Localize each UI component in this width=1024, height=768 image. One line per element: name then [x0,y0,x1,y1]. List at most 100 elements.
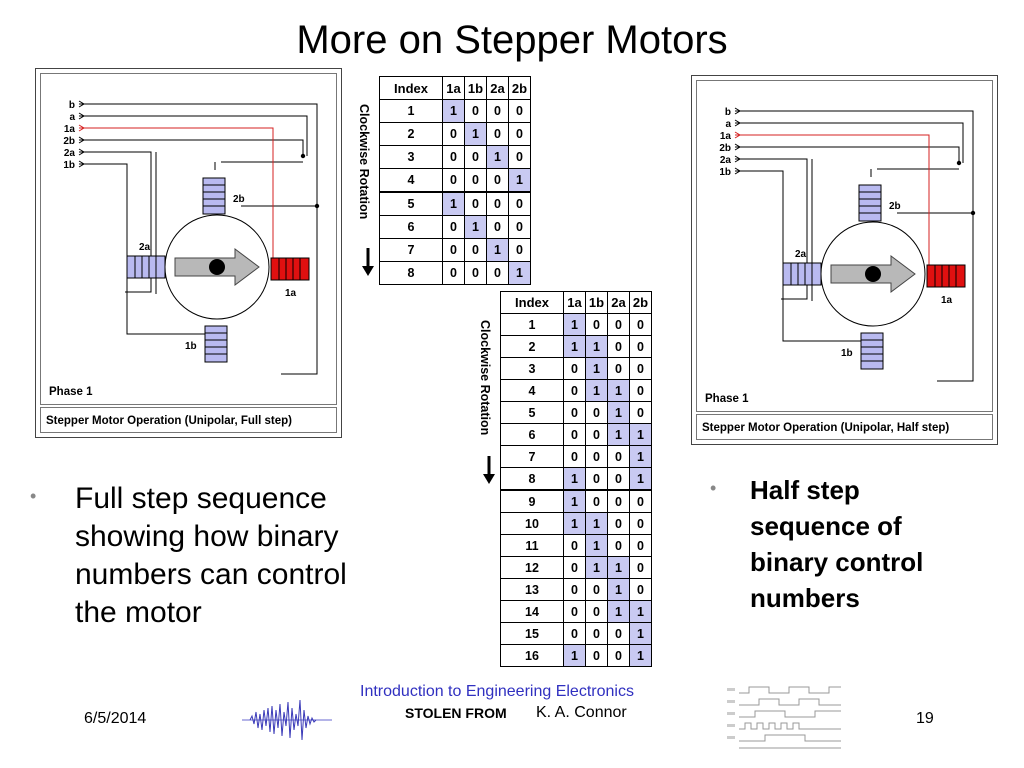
bit-cell: 1 [585,512,608,535]
bit-cell: 0 [629,556,652,579]
bit-cell: 1 [464,215,487,239]
bit-cell: 0 [442,122,465,146]
table-header-cell: 1a [563,291,586,314]
bit-cell: 1 [563,313,586,336]
bit-cell: 1 [629,622,652,645]
bit-cell: 1 [508,168,531,193]
bit-cell: 0 [442,145,465,169]
table-header-cell: Index [500,291,564,314]
coil-label-2a: 2a [139,242,151,253]
full-step-motor-diagram: b a 1a 2b 2a 1b [35,68,342,438]
bit-cell: 0 [508,99,531,123]
terminal-label-1b: 1b [63,160,75,171]
bit-cell: 1 [607,401,630,424]
footer-page-number: 19 [916,710,934,727]
footer-course: Introduction to Engineering Electronics [360,683,634,700]
motor-schematic: b a 1a 2b 2a 1b [63,100,320,375]
terminal-label-b: b [69,100,75,111]
footer-author: K. A. Connor [536,704,627,721]
bit-cell: 0 [442,238,465,262]
timing-diagram-icon [727,686,841,749]
index-cell: 6 [379,215,443,239]
bit-cell: 1 [585,335,608,358]
bit-cell: 0 [585,467,608,491]
diagram-area: b a 1a 2b 2a 1b [40,73,337,405]
index-cell: 10 [500,512,564,535]
bit-cell: 0 [629,335,652,358]
diagram-area: b a 1a 2b 2a 1b [696,80,993,412]
bit-cell: 0 [464,238,487,262]
bit-cell: 0 [585,423,608,446]
bit-cell: 0 [629,379,652,402]
bit-cell: 0 [629,357,652,380]
bit-cell: 0 [563,401,586,424]
bit-cell: 1 [629,467,652,491]
index-cell: 3 [500,357,564,380]
bit-cell: 1 [464,122,487,146]
bit-cell: 1 [563,489,586,513]
table-header-cell: 1b [464,76,487,100]
full-step-down-arrow-icon [362,248,374,276]
bit-cell: 0 [486,99,509,123]
footer-stolen-from: STOLEN FROM [405,705,507,721]
bit-cell: 0 [464,191,487,216]
bullet-line: Full step sequence [75,482,327,515]
coil-label-1b: 1b [185,341,197,352]
coil-label-1a: 1a [285,288,297,299]
index-cell: 16 [500,644,564,667]
bit-cell: 1 [585,379,608,402]
bit-cell: 0 [442,168,465,193]
coil-label-2b: 2b [233,194,245,205]
index-cell: 2 [379,122,443,146]
bit-cell: 1 [486,145,509,169]
index-cell: 13 [500,578,564,601]
bit-cell: 0 [486,168,509,193]
coil-label-2a: 2a [795,249,807,260]
bit-cell: 0 [563,379,586,402]
coil-label-1b: 1b [841,348,853,359]
table-header-cell: 2b [629,291,652,314]
index-cell: 7 [500,445,564,468]
index-cell: 3 [379,145,443,169]
bit-cell: 0 [629,401,652,424]
terminal-label-2a: 2a [64,148,76,159]
full-step-rotation-label: Clockwise Rotation [357,104,371,220]
bullet-line: showing how binary [75,520,339,553]
bit-cell: 0 [607,644,630,667]
bit-cell: 0 [607,489,630,513]
bit-cell: 0 [486,122,509,146]
bit-cell: 0 [508,215,531,239]
terminal-label-1a: 1a [64,124,76,135]
bit-cell: 0 [585,401,608,424]
bit-cell: 0 [486,261,509,285]
bit-cell: 0 [508,238,531,262]
bit-cell: 0 [585,600,608,623]
bit-cell: 0 [585,622,608,645]
bit-cell: 1 [629,644,652,667]
bit-cell: 0 [585,313,608,336]
bit-cell: 0 [607,445,630,468]
bit-cell: 1 [629,600,652,623]
bit-cell: 0 [464,168,487,193]
bullet-line: binary control [750,547,924,577]
index-cell: 1 [379,99,443,123]
index-cell: 4 [379,168,443,193]
terminal-label-a: a [69,112,75,123]
bit-cell: 1 [442,99,465,123]
bit-cell: 0 [629,534,652,557]
bullet-dot: • [30,486,37,506]
